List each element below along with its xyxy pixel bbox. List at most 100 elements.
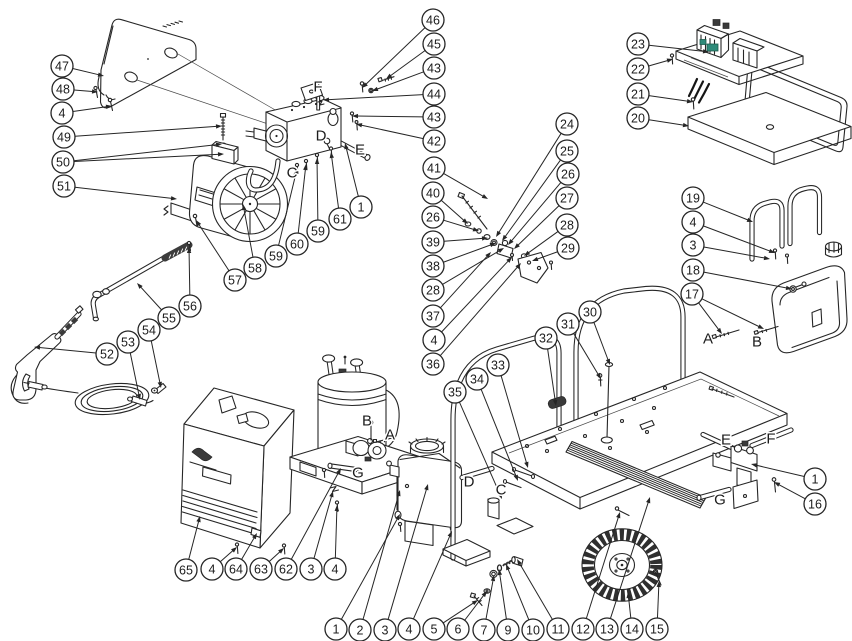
leader-arrow	[352, 113, 359, 119]
callout-number: 15	[650, 623, 664, 637]
leader-arrow	[91, 89, 98, 94]
leader-line	[243, 207, 254, 258]
leader-line	[777, 483, 806, 500]
leader-line	[443, 243, 493, 263]
leader-line	[507, 567, 530, 621]
leader-line	[188, 519, 200, 560]
callout-number: 3	[382, 624, 389, 638]
leader-arrow	[702, 49, 709, 54]
leader-line	[387, 487, 428, 620]
leader-arrow	[616, 512, 621, 519]
callout-balloon-36: 36	[421, 352, 445, 376]
leader-line	[74, 186, 174, 200]
leader-arrow	[323, 97, 330, 102]
callout-number: 14	[625, 623, 639, 637]
ref-letter-G: G	[352, 465, 364, 482]
leader-line	[510, 182, 562, 243]
leader-arrow	[303, 164, 308, 171]
callout-balloon-52: 52	[95, 342, 119, 366]
leader-line	[340, 517, 399, 620]
leader-line	[313, 494, 333, 559]
leader-arrow	[751, 463, 758, 468]
leader-arrow	[137, 283, 143, 289]
enclosure-cover	[180, 387, 295, 555]
leader-line	[37, 346, 97, 354]
callout-balloon-7: 7	[472, 618, 496, 641]
callout-balloon-6: 6	[446, 617, 470, 641]
leader-line	[334, 508, 338, 559]
leader-arrow	[596, 372, 601, 379]
leader-line	[648, 95, 690, 102]
callout-balloon-20: 20	[626, 106, 650, 130]
leader-arrow	[506, 564, 511, 571]
leader-arrow	[396, 490, 401, 497]
leader-arrow	[196, 220, 202, 227]
callout-balloon-28: 28	[421, 278, 445, 302]
control-box-assembly	[669, 19, 852, 166]
leader-line	[497, 133, 562, 234]
leader-line	[439, 265, 519, 357]
callout-number: 61	[333, 213, 347, 227]
callout-balloon-5: 5	[422, 617, 446, 641]
ref-letter-A: A	[385, 427, 395, 444]
leader-arrow	[656, 581, 661, 588]
leader-line	[656, 584, 660, 619]
callout-number: 16	[808, 498, 822, 512]
leader-arrow	[524, 250, 531, 256]
leader-line	[627, 595, 632, 619]
leader-arrow	[241, 204, 247, 211]
callout-number: 25	[560, 145, 574, 159]
callout-number: 26	[426, 211, 440, 225]
leader-arrow	[552, 399, 558, 406]
callout-balloon-18: 18	[681, 258, 705, 282]
leader-arrow	[34, 345, 41, 350]
leader-arrow	[532, 256, 539, 262]
leader-arrow	[513, 474, 518, 481]
leader-arrow	[215, 142, 222, 147]
leader-arrow	[372, 86, 379, 91]
leader-line	[219, 549, 235, 563]
callout-balloon-22: 22	[626, 57, 650, 81]
callout-number: 9	[505, 624, 512, 638]
leader-arrow	[517, 559, 522, 566]
callout-balloon-4: 4	[200, 557, 224, 581]
leader-line	[355, 115, 424, 118]
callout-number: 2	[357, 624, 364, 638]
callout-balloon-1: 1	[803, 467, 827, 491]
callout-balloon-1: 1	[324, 617, 348, 641]
callout-balloon-60: 60	[285, 232, 309, 256]
leader-line	[73, 153, 221, 162]
callout-balloon-21: 21	[626, 82, 650, 106]
leader-line	[703, 201, 750, 221]
callout-number: 47	[55, 60, 69, 74]
annotation-layer: 4748449505146454344434241402639382837436…	[34, 8, 827, 641]
belt-guard-cover	[93, 18, 285, 128]
callout-number: 65	[179, 564, 193, 578]
leader-arrow	[462, 218, 468, 224]
spray-gun	[10, 305, 84, 404]
leader-line	[74, 125, 219, 137]
ref-letter-B: B	[752, 334, 762, 351]
callout-balloon-46: 46	[421, 8, 445, 32]
ref-letter-A: A	[703, 331, 713, 348]
leader-line	[503, 159, 561, 239]
leader-arrow	[471, 600, 478, 606]
leader-line	[485, 578, 494, 620]
leader-line	[443, 173, 485, 198]
callout-number: 4	[690, 216, 697, 230]
leader-line	[442, 249, 501, 285]
callout-number: 33	[491, 359, 505, 373]
axle-fittings	[469, 555, 524, 607]
callout-balloon-4: 4	[50, 101, 74, 125]
leader-arrow	[334, 505, 340, 512]
leader-line	[241, 536, 256, 560]
leader-line	[375, 71, 424, 91]
callout-number: 34	[470, 373, 484, 387]
ref-letter-B: B	[362, 413, 372, 430]
callout-balloon-62: 62	[274, 557, 298, 581]
callout-balloon-59: 59	[306, 219, 330, 243]
leader-line	[297, 167, 307, 234]
callout-number: 54	[142, 324, 156, 338]
callout-balloon-63: 63	[249, 557, 273, 581]
